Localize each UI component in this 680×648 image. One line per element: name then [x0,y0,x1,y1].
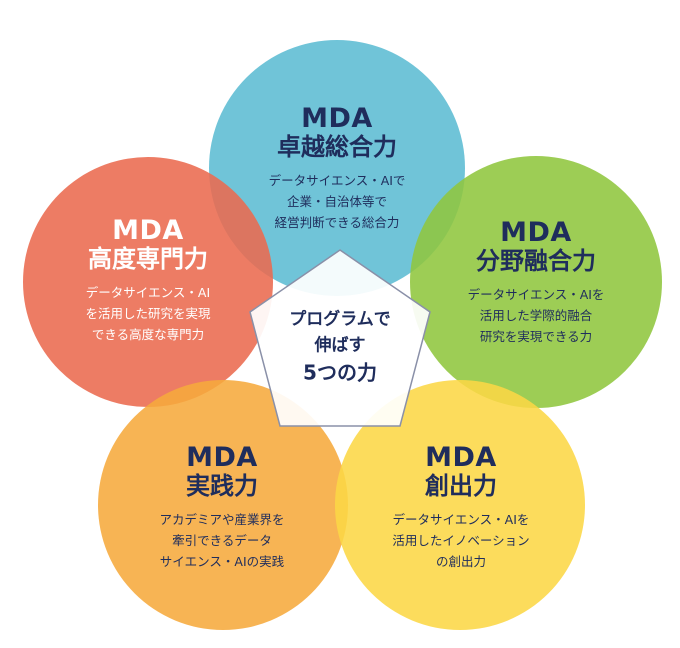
circle-title-en-bottom-left: MDA [186,441,258,473]
circle-title-jp-top: 卓越総合力 [277,132,397,161]
circle-left [23,157,273,407]
circle-label-right: MDA 分野融合力 データサイエンス・AIを 活用した学際的融合 研究を実現でき… [468,217,605,347]
circle-label-top: MDA 卓越総合力 データサイエンス・AIで 企業・自治体等で 経営判断できる総… [269,103,406,233]
circle-desc-top: データサイエンス・AIで 企業・自治体等で 経営判断できる総合力 [268,172,406,230]
circle-title-en-top: MDA [301,102,373,134]
center-line-3: 5つの力 [303,360,377,385]
center-label: プログラムで 伸ばす 5つの力 [289,308,391,387]
circle-bottom-left [98,380,348,630]
circle-label-left: MDA 高度専門力 データサイエンス・AI を活用した研究を実現 できる高度な専… [85,215,210,345]
circle-top [209,40,465,296]
center-pentagon [249,249,431,427]
center-line-2: 伸ばす [314,335,366,355]
circle-title-en-right: MDA [500,216,572,248]
circle-desc-bottom-left: アカデミアや産業界を 牽引できるデータ サイエンス・AIの実践 [159,511,285,569]
circle-title-en-left: MDA [112,214,184,246]
circle-title-jp-right: 分野融合力 [476,246,596,275]
circle-desc-bottom-right: データサイエンス・AIを 活用したイノベーション の創出力 [392,511,530,569]
circle-title-en-bottom-right: MDA [425,441,497,473]
circle-bottom-right [335,380,585,630]
circle-label-bottom-right: MDA 創出力 データサイエンス・AIを 活用したイノベーション の創出力 [392,442,529,572]
circle-title-jp-bottom-left: 実践力 [185,471,258,500]
circle-label-bottom-left: MDA 実践力 アカデミアや産業界を 牽引できるデータ サイエンス・AIの実践 [159,442,284,572]
center-line-1: プログラムで [289,309,391,330]
circle-desc-right: データサイエンス・AIを 活用した学際的融合 研究を実現できる力 [467,286,605,344]
circle-right [410,156,662,408]
circle-desc-left: データサイエンス・AI を活用した研究を実現 できる高度な専門力 [85,284,211,342]
circle-title-jp-bottom-right: 創出力 [424,471,497,500]
circle-title-jp-left: 高度専門力 [87,244,208,273]
